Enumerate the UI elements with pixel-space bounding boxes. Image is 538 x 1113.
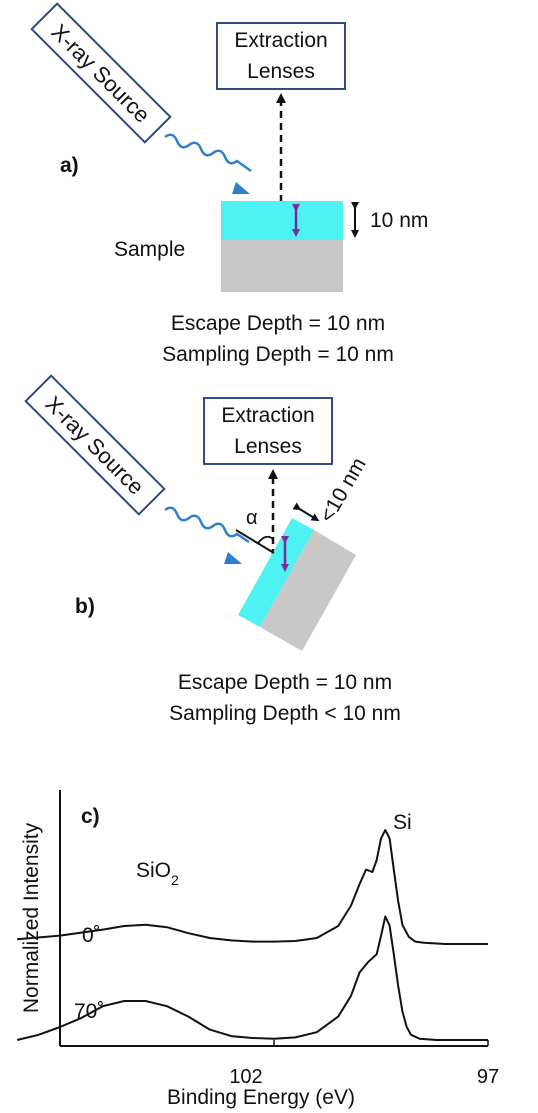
extraction-lenses-box-b: Extraction Lenses <box>203 397 333 465</box>
x-tick-label-97: 97 <box>477 1066 499 1088</box>
thickness-label-a: 10 nm <box>370 209 428 232</box>
xray-source-box-a: X-ray Source <box>30 2 172 144</box>
surface-normal-b <box>235 529 275 554</box>
peak-label-sio2: SiO2 <box>136 859 179 888</box>
x-tick-label-102: 102 <box>229 1066 262 1088</box>
extraction-lenses-box-a: Extraction Lenses <box>216 22 346 90</box>
caption-b-line1: Escape Depth = 10 nm <box>178 671 392 694</box>
caption-a-line2: Sampling Depth = 10 nm <box>162 343 394 366</box>
xray-wave-b <box>164 506 250 544</box>
oxide-layer-b <box>238 518 314 627</box>
xray-wave-a <box>164 133 252 173</box>
panel-b-letter: b) <box>75 595 95 618</box>
lenses-line1-a: Extraction <box>234 29 327 52</box>
plot-frame <box>59 790 489 1047</box>
panel-a-letter: a) <box>60 154 79 177</box>
x-axis-label: Binding Energy (eV) <box>167 1086 355 1109</box>
panel-c: c) Normalized Intensity Binding Energy (… <box>16 790 499 1109</box>
angle-label-b: α <box>246 507 258 529</box>
oxide-layer-a <box>221 201 343 240</box>
xray-source-label-a: X-ray Source <box>46 19 154 127</box>
thickness-arrow-b <box>292 502 320 522</box>
substrate-b <box>260 530 356 651</box>
caption-b-line2: Sampling Depth < 10 nm <box>169 702 401 725</box>
lenses-line2-a: Lenses <box>247 60 315 83</box>
caption-a-line1: Escape Depth = 10 nm <box>171 312 385 335</box>
xray-arrowhead-b <box>224 552 242 564</box>
spectra-traces <box>16 829 488 1041</box>
xray-arrowhead-a <box>232 182 250 194</box>
trace-label-0deg: 0˚ <box>82 924 101 947</box>
substrate-a <box>221 240 343 292</box>
peak-label-si: Si <box>393 811 412 834</box>
panel-a: X-ray Source a) Extraction Lenses 10 nm … <box>30 2 428 366</box>
y-axis-label: Normalized Intensity <box>20 822 43 1013</box>
xray-source-box-b: X-ray Source <box>24 374 166 516</box>
angle-arc-b <box>257 535 274 544</box>
panel-b: X-ray Source b) Extraction Lenses α <10 … <box>24 374 401 725</box>
xray-source-label-b: X-ray Source <box>40 391 148 499</box>
lenses-line2-b: Lenses <box>234 435 302 458</box>
sample-label: Sample <box>114 238 185 261</box>
spectrum-line-0deg <box>17 829 488 945</box>
lenses-line1-b: Extraction <box>221 404 314 427</box>
spectrum-line-70deg <box>16 915 488 1041</box>
panel-c-letter: c) <box>81 805 100 828</box>
